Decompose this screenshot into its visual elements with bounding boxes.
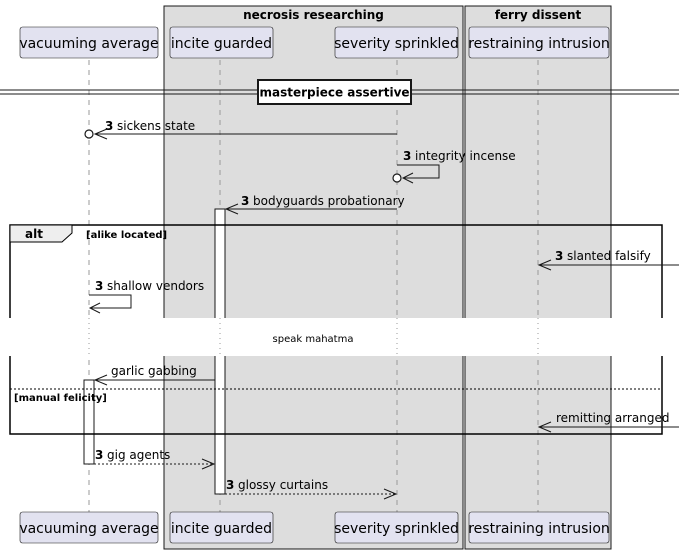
message-slanted-falsify: 3 slanted falsify [537,249,679,271]
box-ferry-dissent: ferry dissent [464,5,612,550]
box-title: ferry dissent [495,8,582,22]
fragment-guard: [manual felicity] [14,393,107,404]
message-number: 3 [555,249,563,263]
message-label: shallow vendors [107,279,204,293]
participant-head-restraining-intrusion: restraining intrusion [468,26,610,59]
activation-vacuuming-average [83,379,95,465]
fragment-guard: [alike located] [86,230,167,241]
participant-head-incite-guarded: incite guarded [169,26,274,59]
participant-label: incite guarded [171,521,272,537]
participant-label: restraining intrusion [468,521,610,537]
participant-label: restraining intrusion [468,36,610,52]
message-gig-agents: 3 gig agents [94,448,216,470]
message-label: integrity incense [415,149,516,163]
participant-head-vacuuming-average: vacuuming average [19,26,159,59]
box-title: necrosis researching [243,8,384,22]
message-number: 3 [95,279,103,293]
message-sickens-state: 3 sickens state [84,119,397,140]
participant-foot-severity-sprinkled: severity sprinkled [334,511,459,544]
participant-foot-restraining-intrusion: restraining intrusion [468,511,610,544]
message-label: sickens state [117,119,195,133]
message-label: bodyguards probationary [253,194,405,208]
message-number: 3 [403,149,411,163]
delay-label: speak mahatma [273,334,354,345]
message-label: gig agents [107,448,170,462]
message-bodyguards-probationary: 3 bodyguards probationary [224,194,405,215]
participant-foot-vacuuming-average: vacuuming average [19,511,159,544]
message-label: slanted falsify [567,249,651,263]
message-number: 3 [105,119,113,133]
fragment-type: alt [25,227,43,241]
message-glossy-curtains: 3 glossy curtains [225,478,398,500]
message-remitting-arranged: remitting arranged [537,411,679,433]
message-integrity-incense: 3 integrity incense [392,149,516,184]
participant-head-severity-sprinkled: severity sprinkled [334,26,459,59]
delay-speak-mahatma: speak mahatma [0,318,679,356]
message-label: glossy curtains [238,478,328,492]
participant-label: severity sprinkled [334,36,459,52]
participant-label: incite guarded [171,36,272,52]
message-garlic-gabbing: garlic gabbing [93,364,215,386]
participant-foot-incite-guarded: incite guarded [169,511,274,544]
message-label: remitting arranged [556,411,669,425]
divider-label: masterpiece assertive [259,86,409,100]
message-label: garlic gabbing [111,364,197,378]
participant-label: vacuuming average [19,521,158,537]
participant-label: severity sprinkled [334,521,459,537]
message-number: 3 [95,448,103,462]
message-number: 3 [241,194,249,208]
divider-masterpiece-assertive: masterpiece assertive [0,79,679,105]
participant-label: vacuuming average [19,36,158,52]
message-shallow-vendors: 3 shallow vendors [88,279,204,314]
message-number: 3 [226,478,234,492]
